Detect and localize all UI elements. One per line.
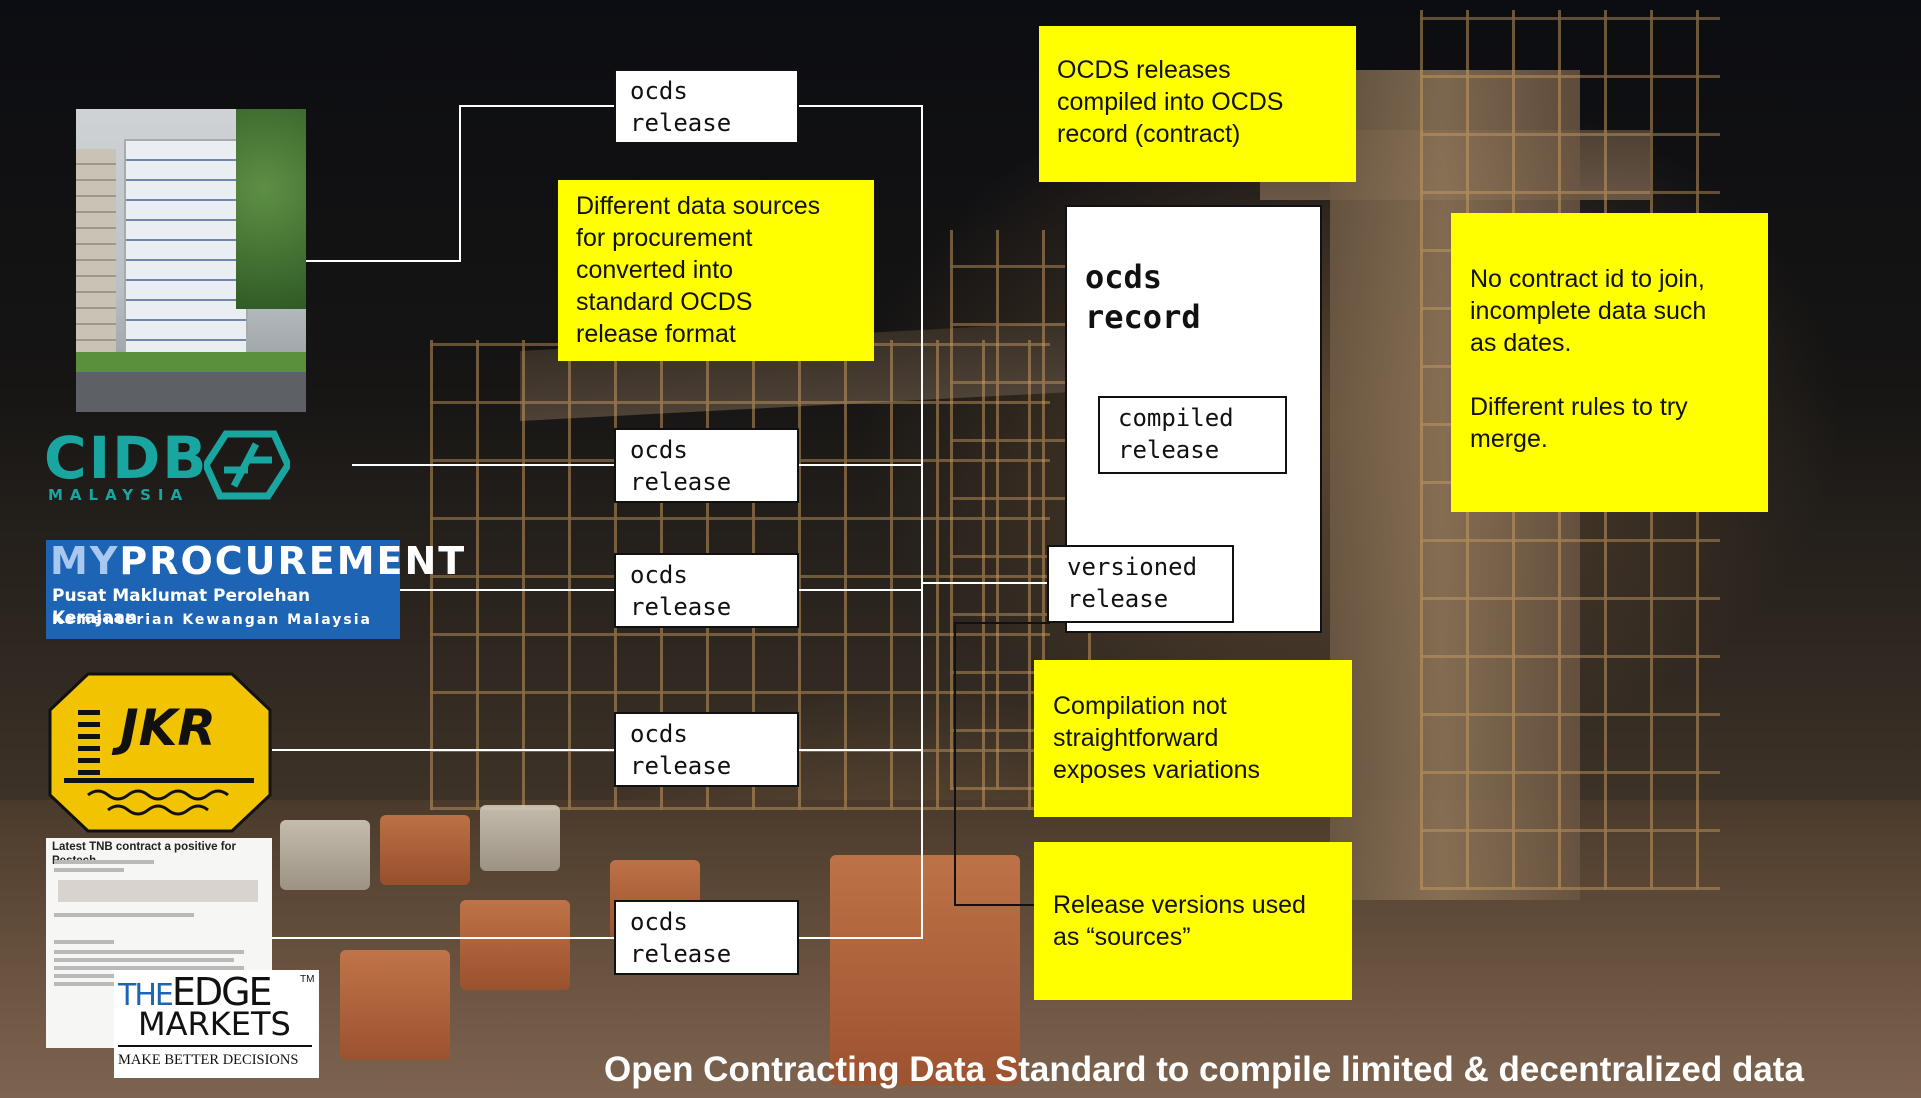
myprocurement-line2: Pusat Maklumat Perolehan Kerajaan xyxy=(52,586,311,628)
myprocurement-prefix: MY xyxy=(50,539,120,583)
cidb-wordmark: CIDB xyxy=(44,424,209,492)
road-barrier xyxy=(460,900,570,990)
grass xyxy=(76,352,306,372)
ocds-release-box: ocds release xyxy=(614,712,799,787)
compiled-release-line: release xyxy=(1118,436,1220,464)
note-line: release format xyxy=(576,320,736,348)
note-line: incomplete data such xyxy=(1470,297,1707,325)
article-text-line xyxy=(54,868,124,872)
road xyxy=(76,372,306,412)
note-no-contract-id: No contract id to join, incomplete data … xyxy=(1451,213,1768,512)
note-line: converted into xyxy=(576,256,734,284)
theedge-markets: MARKETS xyxy=(138,1005,291,1043)
road-barrier xyxy=(380,815,470,885)
theedge-markets-logo: THEEDGE TM MARKETS MAKE BETTER DECISIONS xyxy=(114,970,319,1078)
release-box-line: release xyxy=(630,109,732,137)
note-line: Different rules to try xyxy=(1470,393,1688,421)
record-title: ocds record xyxy=(1085,257,1201,337)
note-line: No contract id to join, xyxy=(1470,265,1705,293)
release-box-line: ocds xyxy=(630,720,688,748)
note-release-versions: Release versions used as “sources” xyxy=(1034,842,1352,1000)
note-line: Release versions used xyxy=(1053,891,1306,919)
release-box-line: ocds xyxy=(630,908,688,936)
jkr-emblem-icon xyxy=(48,672,272,833)
note-line: compiled into OCDS xyxy=(1057,88,1284,116)
road-barrier xyxy=(480,805,560,871)
note-line: exposes variations xyxy=(1053,756,1261,784)
theedge-edge: EDGE xyxy=(171,970,273,1014)
article-text-line xyxy=(54,940,114,944)
record-title-line: record xyxy=(1085,298,1201,336)
versioned-release-line: release xyxy=(1067,585,1169,613)
versioned-release-line: versioned xyxy=(1067,553,1198,581)
ocds-release-box: ocds release xyxy=(614,553,799,628)
myprocurement-wordmark: MYPROCUREMENT xyxy=(50,541,466,581)
note-line: for procurement xyxy=(576,224,753,252)
road-barrier xyxy=(280,820,370,890)
article-text-line xyxy=(54,966,244,970)
wall xyxy=(76,149,116,379)
myprocurement-line3: Kementerian Kewangan Malaysia xyxy=(52,612,372,628)
note-data-sources: Different data sources for procurement c… xyxy=(558,180,874,361)
project-signboard-photo xyxy=(76,109,306,412)
note-compilation: Compilation not straightforward exposes … xyxy=(1034,660,1352,817)
note-line xyxy=(1470,359,1749,391)
article-text-line xyxy=(54,950,244,954)
release-box-line: ocds xyxy=(630,436,688,464)
myprocurement-logo: MYPROCUREMENT Pusat Maklumat Perolehan K… xyxy=(46,540,464,639)
article-text-line xyxy=(54,860,154,864)
cidb-emblem-icon xyxy=(204,430,290,500)
release-box-line: release xyxy=(630,940,732,968)
note-releases-compiled: OCDS releases compiled into OCDS record … xyxy=(1039,26,1356,182)
slide-caption: Open Contracting Data Standard to compil… xyxy=(604,1050,1804,1089)
jkr-logo: JKR xyxy=(48,670,272,835)
note-line: as dates. xyxy=(1470,329,1572,357)
note-line: OCDS releases xyxy=(1057,56,1231,84)
cidb-subtitle: MALAYSIA xyxy=(48,486,190,504)
road-barrier xyxy=(340,950,450,1060)
ocds-release-box: ocds release xyxy=(614,428,799,503)
article-banner xyxy=(58,880,258,902)
jkr-wordmark: JKR xyxy=(120,699,216,757)
myprocurement-word: PROCUREMENT xyxy=(119,539,467,583)
cidb-logo: CIDB MALAYSIA xyxy=(44,428,294,508)
compiled-release-box: compiled release xyxy=(1098,396,1287,474)
theedge-tagline: MAKE BETTER DECISIONS xyxy=(118,1045,312,1073)
theedge-wordmark: THEEDGE xyxy=(118,970,273,1016)
road-barrier xyxy=(830,855,1020,1085)
note-line: standard OCDS xyxy=(576,288,753,316)
note-line: Different data sources xyxy=(576,192,821,220)
ocds-release-box: ocds release xyxy=(614,69,799,144)
note-line: as “sources” xyxy=(1053,923,1191,951)
compiled-release-line: compiled xyxy=(1118,404,1234,432)
note-line: merge. xyxy=(1470,425,1548,453)
note-line: straightforward xyxy=(1053,724,1219,752)
article-text-line xyxy=(54,958,234,962)
versioned-release-box: versioned release xyxy=(1047,545,1234,623)
release-box-line: release xyxy=(630,468,732,496)
release-box-line: release xyxy=(630,752,732,780)
release-box-line: ocds xyxy=(630,77,688,105)
theedge-trademark: TM xyxy=(300,974,315,985)
note-line: Compilation not xyxy=(1053,692,1227,720)
tree xyxy=(236,109,306,309)
article-text-line xyxy=(54,913,194,917)
release-box-line: release xyxy=(630,593,732,621)
ocds-release-box: ocds release xyxy=(614,900,799,975)
note-line: record (contract) xyxy=(1057,120,1241,148)
record-title-line: ocds xyxy=(1085,258,1163,296)
theedge-the: THE xyxy=(118,978,174,1013)
signboard xyxy=(124,139,248,373)
release-box-line: ocds xyxy=(630,561,688,589)
